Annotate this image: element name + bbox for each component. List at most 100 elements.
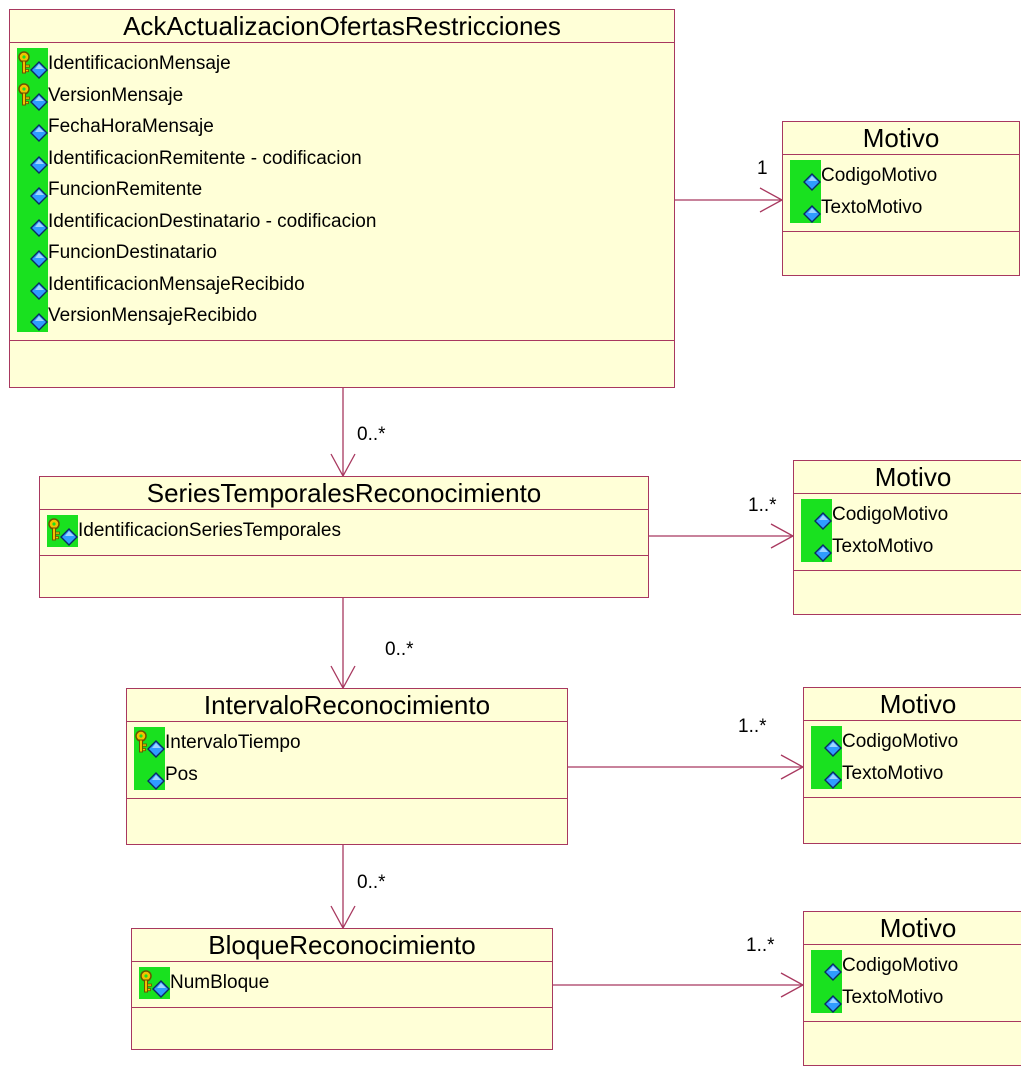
attribute-row[interactable]: Pos <box>134 758 567 791</box>
attribute-label: FuncionDestinatario <box>48 242 217 264</box>
attribute-label: CodigoMotivo <box>842 731 959 753</box>
class-name: IntervaloReconocimiento <box>127 689 567 723</box>
attribute-label: IntervaloTiempo <box>165 732 301 754</box>
attribute-compartment: NumBloque <box>132 962 552 1008</box>
attribute-label: CodigoMotivo <box>832 504 949 526</box>
class-name: BloqueReconocimiento <box>132 929 552 963</box>
class-name: Motivo <box>794 461 1021 495</box>
attribute-icon <box>17 300 48 332</box>
attribute-icon <box>811 757 842 790</box>
multiplicity-label: 0..* <box>357 424 386 445</box>
key-attribute-icon <box>134 727 165 759</box>
class-name: SeriesTemporalesReconocimiento <box>40 477 648 511</box>
attribute-icon <box>811 981 842 1014</box>
attribute-icon <box>801 499 832 531</box>
attribute-icon <box>17 205 48 238</box>
attribute-compartment: IdentificacionSeriesTemporales <box>40 510 648 556</box>
attribute-row[interactable]: FuncionRemitente <box>17 174 674 206</box>
attribute-icon <box>811 726 842 758</box>
attribute-icon <box>17 174 48 206</box>
attribute-row[interactable]: IdentificacionMensaje <box>17 48 674 80</box>
attribute-label: CodigoMotivo <box>821 165 938 187</box>
attribute-icon <box>17 237 48 269</box>
attribute-icon <box>17 268 48 301</box>
class-name: Motivo <box>783 122 1019 156</box>
attribute-icon <box>17 142 48 175</box>
attribute-label: IdentificacionMensaje <box>48 53 231 75</box>
attribute-label: IdentificacionSeriesTemporales <box>78 520 341 542</box>
attribute-icon <box>134 758 165 791</box>
key-attribute-icon <box>47 515 78 547</box>
attribute-label: VersionMensajeRecibido <box>48 305 258 327</box>
attribute-label: TextoMotivo <box>842 762 944 784</box>
attribute-row[interactable]: IdentificacionDestinatario - codificacio… <box>17 205 674 238</box>
attribute-row[interactable]: IdentificacionRemitente - codificacion <box>17 142 674 175</box>
attribute-label: TextoMotivo <box>842 986 944 1008</box>
multiplicity-label: 1..* <box>738 716 767 737</box>
attribute-label: FuncionRemitente <box>48 179 203 201</box>
multiplicity-label: 0..* <box>357 872 386 893</box>
attribute-row[interactable]: TextoMotivo <box>801 530 1021 563</box>
attribute-label: NumBloque <box>170 972 270 994</box>
class-name: Motivo <box>804 688 1021 722</box>
attribute-row[interactable]: TextoMotivo <box>811 981 1021 1014</box>
attribute-label: IdentificacionMensajeRecibido <box>48 273 305 295</box>
class-name: Motivo <box>804 912 1021 946</box>
attribute-icon <box>17 111 48 143</box>
class-name: AckActualizacionOfertasRestricciones <box>10 10 674 44</box>
operation-compartment <box>40 556 648 597</box>
attribute-row[interactable]: TextoMotivo <box>790 191 1019 224</box>
operation-compartment <box>804 798 1021 843</box>
attribute-row[interactable]: CodigoMotivo <box>811 726 1021 758</box>
operation-compartment <box>804 1022 1021 1065</box>
attribute-row[interactable]: CodigoMotivo <box>811 950 1021 982</box>
attribute-row[interactable]: IdentificacionMensajeRecibido <box>17 268 674 301</box>
multiplicity-label: 1..* <box>748 495 777 516</box>
attribute-icon <box>790 191 821 224</box>
key-attribute-icon <box>139 967 170 999</box>
attribute-label: TextoMotivo <box>832 535 934 557</box>
attribute-label: FechaHoraMensaje <box>48 116 214 138</box>
attribute-row[interactable]: CodigoMotivo <box>801 499 1021 531</box>
attribute-label: CodigoMotivo <box>842 955 959 977</box>
operation-compartment <box>127 799 567 844</box>
attribute-row[interactable]: CodigoMotivo <box>790 160 1019 192</box>
operation-compartment <box>783 232 1019 275</box>
attribute-row[interactable]: IntervaloTiempo <box>134 727 567 759</box>
attribute-row[interactable]: VersionMensaje <box>17 79 674 112</box>
operation-compartment <box>10 341 674 387</box>
attribute-row[interactable]: TextoMotivo <box>811 757 1021 790</box>
attribute-row[interactable]: IdentificacionSeriesTemporales <box>47 515 648 547</box>
attribute-icon <box>801 530 832 563</box>
attribute-label: Pos <box>165 763 198 785</box>
attribute-row[interactable]: NumBloque <box>139 967 552 999</box>
attribute-label: IdentificacionDestinatario - codificacio… <box>48 210 377 232</box>
attribute-icon <box>790 160 821 192</box>
key-attribute-icon <box>17 48 48 80</box>
attribute-row[interactable]: FechaHoraMensaje <box>17 111 674 143</box>
attribute-label: TextoMotivo <box>821 196 923 218</box>
key-attribute-icon <box>17 79 48 112</box>
attribute-row[interactable]: FuncionDestinatario <box>17 237 674 269</box>
multiplicity-label: 0..* <box>385 639 414 660</box>
multiplicity-label: 1 <box>757 158 768 179</box>
attribute-label: VersionMensaje <box>48 84 184 106</box>
multiplicity-label: 1..* <box>746 935 775 956</box>
operation-compartment <box>132 1008 552 1049</box>
attribute-row[interactable]: VersionMensajeRecibido <box>17 300 674 332</box>
attribute-label: IdentificacionRemitente - codificacion <box>48 147 362 169</box>
operation-compartment <box>794 571 1021 614</box>
